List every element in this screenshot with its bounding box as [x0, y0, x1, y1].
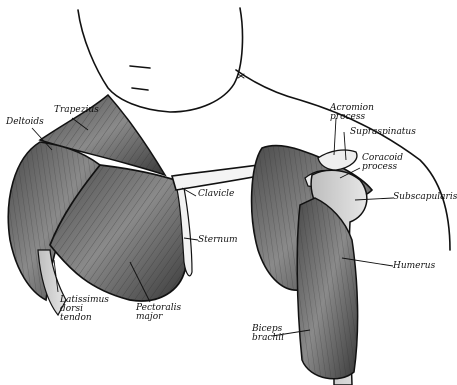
label-sternum: Sternum	[198, 236, 238, 245]
acromion-process	[318, 150, 357, 170]
label-clavicle: Clavicle	[198, 190, 234, 199]
label-trapezius: Trapezius	[54, 106, 99, 115]
label-supraspinatus: Supraspinatus	[350, 128, 416, 137]
label-pectoralis-major: Pectoralis major	[136, 304, 181, 322]
label-subscapularis: Subscapularis	[393, 193, 457, 202]
label-coracoid-process: Coracoid process	[362, 154, 403, 172]
label-latissimus-dorsi-tendon: Latissimus dorsi tendon	[60, 296, 109, 323]
label-acromion-process: Acromion process	[330, 104, 374, 122]
label-biceps-brachii: Biceps brachii	[252, 325, 284, 343]
label-humerus: Humerus	[393, 262, 435, 271]
label-deltoids: Deltoids	[6, 118, 44, 127]
